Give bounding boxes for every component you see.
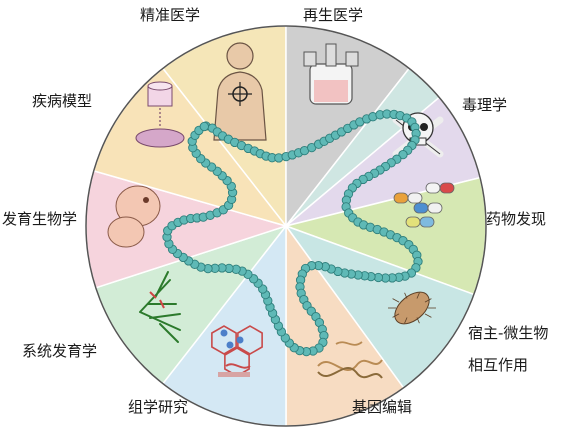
phylogenetic-tree-icon xyxy=(139,271,181,343)
label-precision-medicine: 精准医学 xyxy=(140,6,201,24)
label-toxicology: 毒理学 xyxy=(462,96,508,114)
bead xyxy=(199,121,209,132)
human-target-icon xyxy=(213,42,267,141)
bead-chain xyxy=(162,109,423,357)
dna-strand-icon xyxy=(317,341,383,379)
wheel-outline xyxy=(85,25,487,427)
label-regenerative-medicine: 再生医学 xyxy=(303,6,364,24)
capsules-icon xyxy=(393,182,455,228)
label-developmental-biology: 发育生物学 xyxy=(2,210,78,228)
label-host-microbe-line1: 宿主-微生物 xyxy=(468,324,549,342)
label-gene-editing: 基因编辑 xyxy=(352,398,413,416)
label-host-microbe-line2: 相互作用 xyxy=(468,356,529,374)
bead xyxy=(398,149,408,160)
label-drug-discovery: 药物发现 xyxy=(486,210,547,228)
microbe-icon xyxy=(388,291,436,325)
molecule-hex-icon xyxy=(211,325,263,377)
icons-layer xyxy=(107,42,455,379)
embryo-icon xyxy=(107,185,161,248)
label-phylogenetics: 系统发育学 xyxy=(22,342,98,360)
petri-dish-icon xyxy=(135,81,185,148)
label-histology: 组学研究 xyxy=(128,398,189,416)
bioreactor-icon xyxy=(303,43,359,105)
label-disease-model: 疾病模型 xyxy=(32,92,93,110)
